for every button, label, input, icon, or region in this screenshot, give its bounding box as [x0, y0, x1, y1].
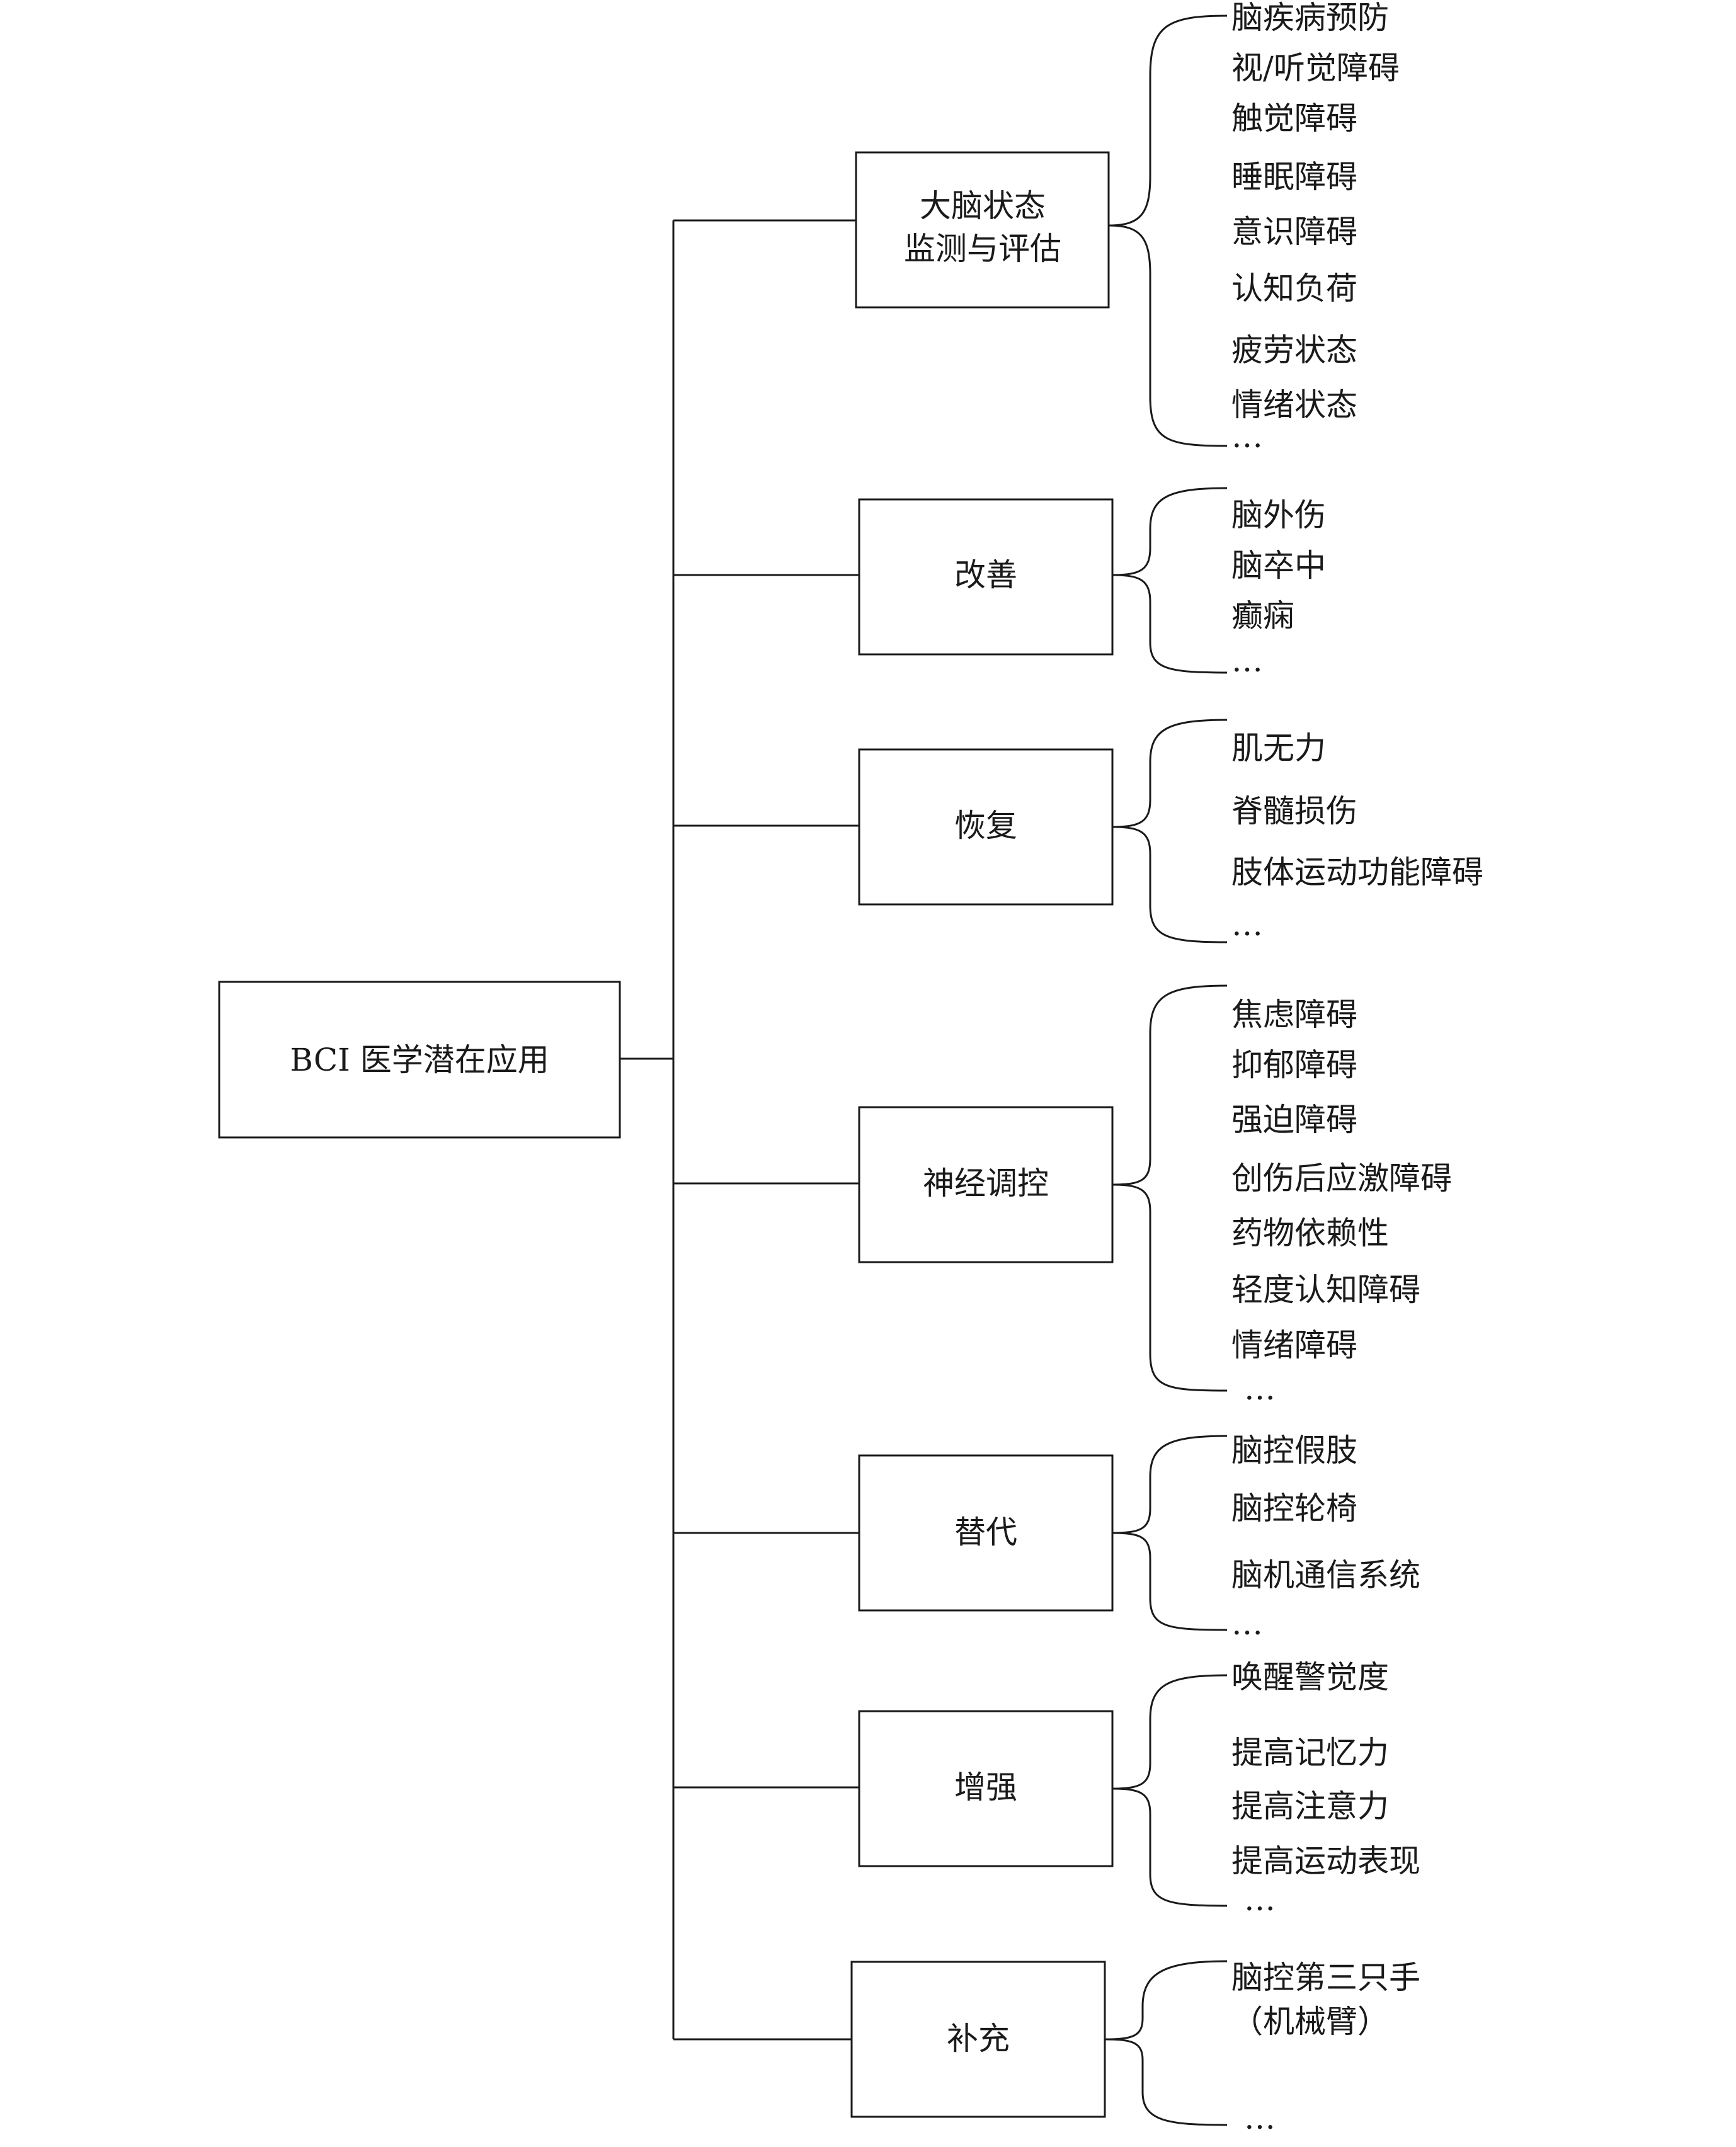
brace-recover [1112, 719, 1228, 943]
leaf-item: 睡眠障碍 [1231, 159, 1357, 195]
category-node-recover: 恢复 [858, 748, 1114, 906]
category-label-line: 恢复 [954, 807, 1017, 844]
leaf-item: 脑控第三只手 [1231, 1959, 1420, 1996]
leaf-item: 触觉障碍 [1231, 100, 1357, 137]
leaf-item: 情绪障碍 [1231, 1327, 1357, 1364]
leaf-item: 意识障碍 [1231, 214, 1357, 250]
leaf-list-supplement: 脑控第三只手 （机械臂） … [1231, 1959, 1420, 2136]
category-label-line: 大脑状态 [920, 188, 1046, 224]
brace-enhance [1112, 1674, 1228, 1907]
brace-replace [1112, 1435, 1228, 1631]
category-node-enhance: 增强 [858, 1710, 1114, 1867]
leaf-item: 提高运动表现 [1231, 1843, 1420, 1879]
category-node-supplement: 补充 [850, 1961, 1106, 2118]
leaf-item: … [1231, 906, 1263, 943]
leaf-item: （机械臂） [1231, 2003, 1389, 2040]
leaf-item: 脑疾病预防 [1231, 0, 1389, 36]
leaf-list-neuromod: 焦虑障碍 抑郁障碍 强迫障碍 创伤后应激障碍 药物依赖性 轻度认知障碍 情绪障碍… [1231, 996, 1452, 1407]
leaf-item: 癫痫 [1231, 598, 1294, 634]
category-label-line: 替代 [954, 1514, 1017, 1551]
leaf-item: 脑控轮椅 [1231, 1490, 1357, 1527]
leaf-item: 药物依赖性 [1231, 1215, 1389, 1251]
leaf-item: 脑机通信系统 [1231, 1557, 1420, 1593]
category-box-supplement [850, 1961, 1106, 2118]
category-node-neuromod: 神经调控 [858, 1106, 1114, 1263]
category-label-line: 增强 [954, 1769, 1017, 1806]
leaf-item: 脑控假肢 [1231, 1432, 1357, 1469]
leaf-list-improve: 脑外伤 脑卒中 癫痫 … [1231, 497, 1326, 679]
leaf-item: 脑外伤 [1231, 497, 1326, 533]
root-node: BCI 医学潜在应用 [218, 981, 621, 1139]
category-box-enhance [858, 1710, 1114, 1867]
root-box [218, 981, 621, 1139]
leaf-item: 轻度认知障碍 [1231, 1272, 1420, 1308]
brace-improve [1112, 487, 1228, 674]
root-label: BCI 医学潜在应用 [290, 1042, 549, 1078]
leaf-list-monitor: 脑疾病预防 视/听觉障碍 触觉障碍 睡眠障碍 意识障碍 认知负荷 疲劳状态 情绪… [1231, 0, 1400, 455]
category-node-replace: 替代 [858, 1454, 1114, 1612]
brace-supplement [1104, 1960, 1228, 2126]
category-label-line: 神经调控 [923, 1165, 1049, 1202]
category-label-line: 补充 [947, 2020, 1010, 2057]
leaf-item: 视/听觉障碍 [1231, 50, 1400, 86]
leaf-item: 认知负荷 [1231, 270, 1357, 307]
leaf-item: 脑卒中 [1231, 547, 1326, 584]
brace-monitor [1108, 14, 1228, 447]
category-box-neuromod [858, 1106, 1114, 1263]
leaf-item: 提高记忆力 [1231, 1734, 1389, 1771]
leaf-item: 脊髓损伤 [1231, 793, 1357, 829]
leaf-list-replace: 脑控假肢 脑控轮椅 脑机通信系统 … [1231, 1432, 1420, 1642]
leaf-item: 焦虑障碍 [1231, 996, 1357, 1033]
category-node-monitor: 大脑状态 监测与评估 [855, 151, 1110, 309]
leaf-item: … [1244, 2100, 1276, 2136]
leaf-item: 唤醒警觉度 [1231, 1659, 1389, 1695]
category-node-improve: 改善 [858, 498, 1114, 656]
leaf-item: … [1244, 1881, 1276, 1918]
leaf-item: 创伤后应激障碍 [1231, 1160, 1452, 1197]
leaf-list-enhance: 唤醒警觉度 提高记忆力 提高注意力 提高运动表现 … [1231, 1659, 1420, 1918]
category-label-line: 改善 [954, 557, 1017, 593]
category-box-monitor [855, 151, 1110, 309]
category-label-line: 监测与评估 [904, 231, 1061, 267]
leaf-item: 抑郁障碍 [1231, 1047, 1357, 1083]
category-box-replace [858, 1454, 1114, 1612]
leaf-item: … [1231, 1605, 1263, 1642]
leaf-item: 肢体运动功能障碍 [1231, 854, 1483, 891]
leaf-item: 提高注意力 [1231, 1788, 1389, 1825]
leaf-item: 肌无力 [1231, 730, 1326, 766]
leaf-item: … [1231, 418, 1263, 455]
category-box-recover [858, 748, 1114, 906]
leaf-item: 强迫障碍 [1231, 1102, 1357, 1138]
leaf-item: 情绪状态 [1231, 387, 1357, 423]
leaf-list-recover: 肌无力 脊髓损伤 肢体运动功能障碍 … [1231, 730, 1483, 943]
category-box-improve [858, 498, 1114, 656]
brace-neuromod [1112, 984, 1228, 1392]
leaf-item: … [1244, 1370, 1276, 1407]
leaf-item: … [1231, 642, 1263, 679]
leaf-item: 疲劳状态 [1231, 332, 1357, 368]
